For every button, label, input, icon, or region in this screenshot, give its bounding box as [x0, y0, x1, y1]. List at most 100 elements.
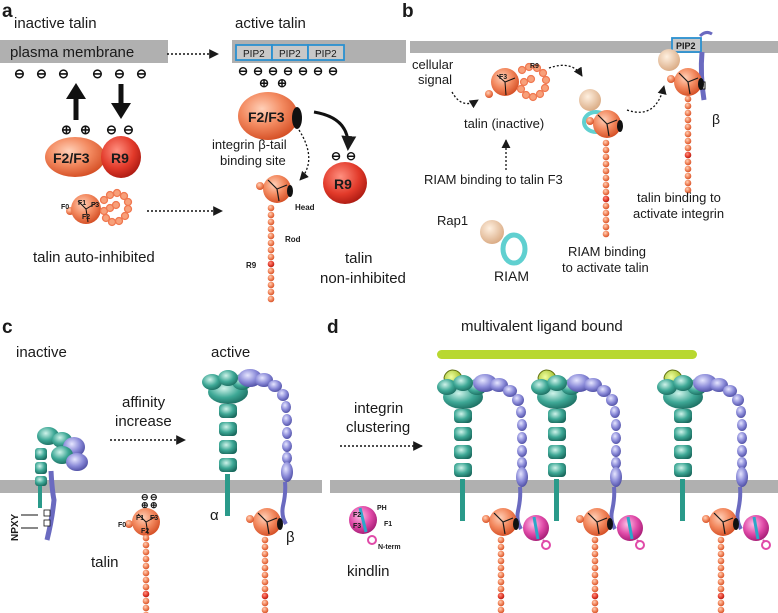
svg-text:⊖: ⊖ [136, 66, 147, 81]
riam-binding-f3-label: RIAM binding to talin F3 [424, 172, 563, 187]
pip2-label-2: PIP2 [279, 49, 301, 60]
svg-text:⊖: ⊖ [328, 64, 338, 78]
rap1-label: Rap1 [437, 213, 468, 228]
svg-text:⊖: ⊖ [268, 64, 278, 78]
r9-label: R9 [111, 150, 129, 166]
talin-activate-integrin-2: activate integrin [633, 206, 724, 221]
r9-released-label: R9 [334, 176, 352, 192]
f0-label-a: F0 [61, 204, 69, 211]
f3-label-c: F3 [150, 515, 158, 522]
clustering-label-1: integrin [354, 400, 403, 417]
affinity-label-1: affinity [122, 394, 166, 411]
svg-text:⊖: ⊖ [106, 122, 117, 137]
f2f3-domain [45, 137, 105, 177]
f2f3-label-active: F2/F3 [248, 109, 285, 125]
kindlin-f3: F3 [353, 523, 361, 530]
inactive-integrin [35, 427, 88, 541]
talin-label-c: talin [91, 554, 119, 571]
svg-text:⊖: ⊖ [313, 64, 323, 78]
riam-label: RIAM [494, 268, 529, 284]
npxy-label: NPXY [10, 513, 21, 541]
f2-label-c: F2 [141, 528, 149, 535]
svg-text:⊕: ⊕ [150, 500, 158, 510]
talin-inactive-label: talin (inactive) [464, 116, 544, 131]
f0-label-c: F0 [118, 522, 126, 529]
rod-label: Rod [285, 235, 301, 244]
active-talin-title: active talin [235, 15, 306, 32]
talin-rod-c [142, 534, 150, 613]
ligand-label: multivalent ligand bound [461, 318, 623, 335]
kindlin-nterm: N-term [378, 544, 401, 551]
cellular-signal-label-1: cellular [412, 57, 454, 72]
non-inhibited-label-1: talin [345, 250, 373, 267]
membrane-c [0, 480, 322, 493]
arrow-to-riam-bound [548, 64, 583, 77]
integrin-cluster-1 [437, 369, 552, 613]
r9-label-b: R9 [530, 63, 539, 70]
talin-rod-b [602, 139, 610, 238]
svg-text:⊖: ⊖ [92, 66, 103, 81]
svg-text:⊖: ⊖ [114, 66, 125, 81]
svg-text:⊖: ⊖ [14, 66, 25, 81]
svg-text:⊖: ⊖ [141, 492, 149, 502]
riam-activate-label-2: to activate talin [562, 260, 649, 275]
affinity-label-2: increase [115, 413, 172, 430]
f1-label-a: F1 [78, 200, 86, 207]
kindlin-label: kindlin [347, 563, 390, 580]
alpha-subunit-c [202, 370, 252, 516]
svg-text:⊖: ⊖ [283, 64, 293, 78]
kindlin-f1: F1 [384, 521, 392, 528]
talin-head-active-a [255, 174, 294, 204]
pip2-label-3: PIP2 [315, 49, 337, 60]
f2f3-label: F2/F3 [53, 150, 90, 166]
riam-activate-label-1: RIAM binding [568, 244, 646, 259]
svg-text:⊖: ⊖ [346, 149, 356, 163]
talin-rod-a [267, 204, 275, 303]
pip2-label-b: PIP2 [676, 41, 696, 51]
head-label: Head [295, 203, 315, 212]
f3-label-b: F3 [499, 74, 507, 81]
non-inhibited-label-2: non-inhibited [320, 270, 406, 287]
signal-arrow [451, 91, 479, 109]
integrin-site-label-2: binding site [220, 153, 286, 168]
f1-label-c: F1 [136, 515, 144, 522]
rap1-glyph [480, 220, 504, 244]
beta-label-c: β [286, 529, 295, 546]
integrin-cluster-2 [531, 369, 646, 613]
r9-small-label: R9 [246, 261, 257, 270]
riam-glyph [500, 232, 528, 266]
plasma-membrane-label: plasma membrane [10, 44, 134, 61]
active-label-c: active [211, 344, 250, 361]
pip2-boxes [235, 44, 345, 61]
plasma-membrane [0, 40, 168, 63]
cellular-signal-label-2: signal [418, 72, 452, 87]
auto-inhibited-label: talin auto-inhibited [33, 249, 155, 266]
svg-text:⊖: ⊖ [331, 149, 341, 163]
svg-text:⊕: ⊕ [141, 500, 149, 510]
kindlin-f2: F2 [353, 512, 361, 519]
talin-inactive-b [485, 62, 551, 102]
svg-text:⊖: ⊖ [238, 64, 248, 78]
svg-text:⊕: ⊕ [80, 122, 91, 137]
talin-head-c [245, 507, 284, 537]
pip2-box-b [671, 37, 702, 53]
panel-label-b: b [402, 1, 414, 22]
svg-text:⊖: ⊖ [58, 66, 69, 81]
svg-text:⊖: ⊖ [36, 66, 47, 81]
panel-label-c: c [2, 317, 13, 338]
pip2-label-1: PIP2 [243, 49, 265, 60]
ligand-bar [437, 350, 697, 359]
r9-release-arrow [313, 110, 357, 151]
f2f3-domain-active [238, 92, 298, 140]
binding-site-pointer [298, 129, 310, 181]
svg-text:⊕: ⊕ [61, 122, 72, 137]
inactive-talin-title: inactive talin [14, 15, 97, 32]
svg-text:⊖: ⊖ [253, 64, 263, 78]
arrow-to-integrin-bound [626, 85, 667, 113]
r9-domain [101, 136, 141, 178]
talin-rod-c2 [261, 536, 269, 613]
kindlin-ph: PH [377, 505, 387, 512]
f3-label-a: F3 [91, 202, 99, 209]
f2-label-a: F2 [82, 214, 90, 221]
